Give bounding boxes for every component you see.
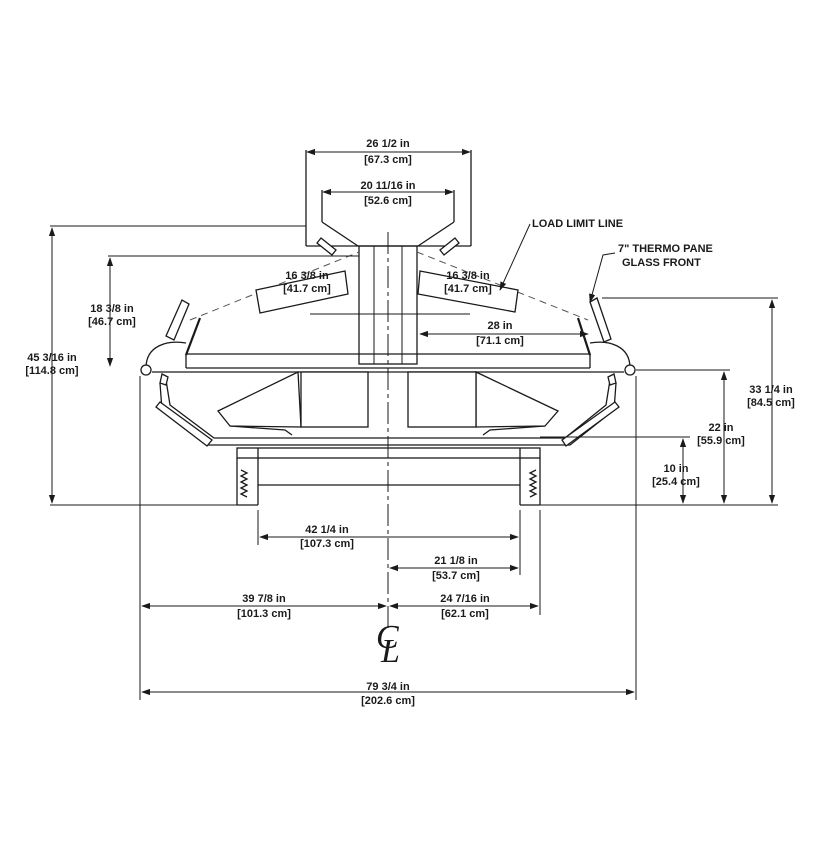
- dim-half-chord-metric: [71.1 cm]: [476, 335, 524, 347]
- main-body: [140, 341, 636, 447]
- dim-overall-width-metric: [202.6 cm]: [361, 695, 415, 707]
- center-column: [310, 245, 470, 365]
- dim-left-radius-imperial: 39 7/8 in: [242, 593, 286, 605]
- dome-outline: [165, 251, 612, 369]
- dim-top-inner-imperial: 20 11/16 in: [360, 180, 415, 192]
- dim-front-height-imperial: 33 1/4 in: [749, 384, 793, 396]
- dim-dome-height-imperial: 18 3/8 in: [90, 303, 134, 315]
- right-hinge-circle: [624, 364, 636, 376]
- dim-overall-height-imperial: 45 3/16 in: [27, 352, 77, 364]
- dim-right-radius-imperial: 24 7/16 in: [440, 593, 490, 605]
- dim-rim-height-metric: [55.9 cm]: [697, 435, 745, 447]
- dim-base-inner-metric: [107.3 cm]: [300, 538, 354, 550]
- dim-half-chord-imperial: 28 in: [487, 320, 512, 332]
- dim-top-inner-metric: [52.6 cm]: [364, 195, 412, 207]
- dim-top-outer-metric: [67.3 cm]: [364, 154, 412, 166]
- base: [236, 447, 541, 506]
- glass-front-leader: [589, 252, 616, 303]
- centerline-symbol-l: L: [380, 633, 400, 670]
- load-limit-leader: [499, 223, 531, 291]
- extension-lines: [50, 225, 778, 700]
- dimension-lines: [48, 148, 776, 696]
- dim-base-inner-imperial: 42 1/4 in: [305, 524, 349, 536]
- glass-front-note-line1: 7" THERMO PANE: [618, 243, 713, 255]
- dim-overall-width-imperial: 79 3/4 in: [366, 681, 410, 693]
- dim-rim-height-imperial: 22 in: [708, 422, 733, 434]
- dim-load-left-imperial: 16 3/8 in: [285, 270, 329, 282]
- dim-left-radius-metric: [101.3 cm]: [237, 608, 291, 620]
- dim-right-radius-metric: [62.1 cm]: [441, 608, 489, 620]
- glass-front-note-line2: GLASS FRONT: [622, 257, 701, 269]
- left-hinge-circle: [140, 364, 152, 376]
- top-hopper: [305, 150, 472, 256]
- dim-base-half-imperial: 21 1/8 in: [434, 555, 478, 567]
- dim-overall-height-metric: [114.8 cm]: [25, 365, 79, 377]
- dim-base-height-metric: [25.4 cm]: [652, 476, 700, 488]
- dim-base-height-imperial: 10 in: [663, 463, 688, 475]
- dim-base-half-metric: [53.7 cm]: [432, 570, 480, 582]
- dim-top-outer-imperial: 26 1/2 in: [366, 138, 410, 150]
- dim-front-height-metric: [84.5 cm]: [747, 397, 795, 409]
- dim-load-right-imperial: 16 3/8 in: [446, 270, 490, 282]
- notes: LOAD LIMIT LINE 7" THERMO PANE GLASS FRO…: [532, 218, 713, 269]
- dimension-labels: 26 1/2 in [67.3 cm] 20 11/16 in [52.6 cm…: [25, 138, 795, 707]
- load-limit-note: LOAD LIMIT LINE: [532, 218, 623, 230]
- centerline-symbol-c: C: [376, 619, 399, 656]
- centerline-symbol: C L: [376, 619, 400, 670]
- dim-load-left-metric: [41.7 cm]: [283, 283, 331, 295]
- dim-dome-height-metric: [46.7 cm]: [88, 316, 136, 328]
- dim-load-right-metric: [41.7 cm]: [444, 283, 492, 295]
